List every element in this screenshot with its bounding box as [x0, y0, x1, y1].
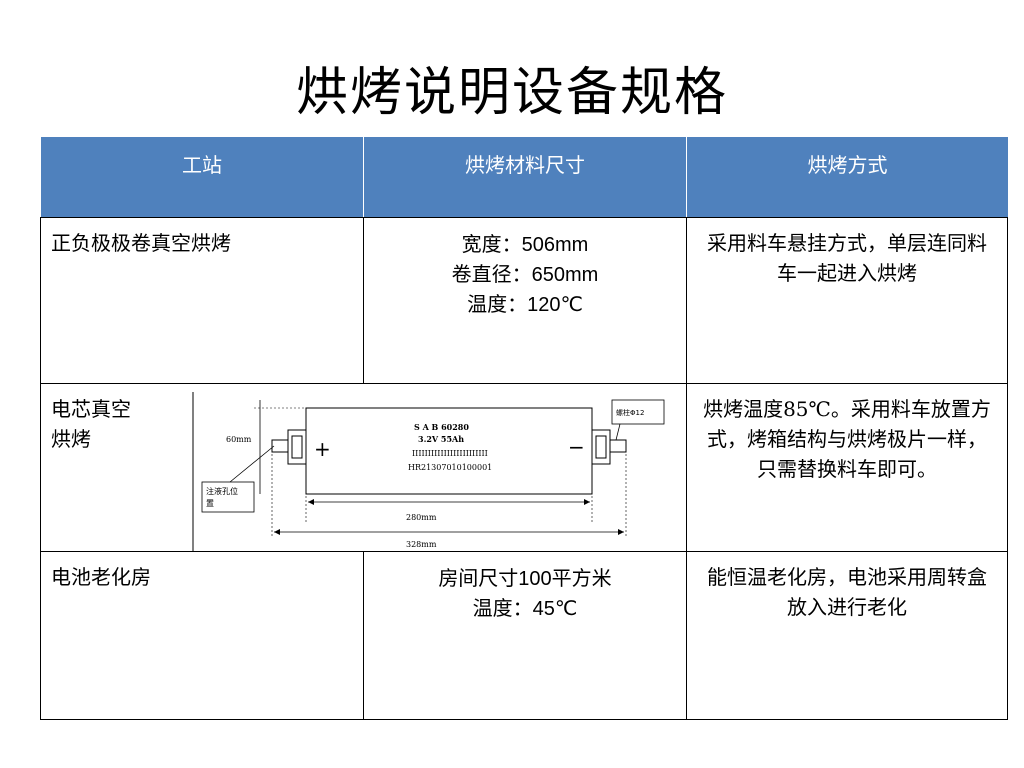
- right-terminal-inner: [595, 435, 607, 459]
- left-stud: [271, 439, 289, 453]
- row1-size-width: 宽度：506mm: [461, 234, 589, 256]
- label-line1: S A B 60280: [414, 422, 469, 432]
- row3-station: 电池老化房: [40, 551, 364, 720]
- left-terminal-inner: [291, 435, 303, 459]
- row2-station-line1: 电芯真空: [51, 397, 131, 421]
- dim-outer-arrow-right: [618, 529, 624, 535]
- row1-station: 正负极极卷真空烘烤: [40, 217, 364, 384]
- dim-outer-arrow-left: [274, 529, 280, 535]
- header-station: 工站: [40, 137, 363, 217]
- inject-label-line1: 注液孔位: [206, 486, 238, 496]
- screw-label: 螺柱Φ12: [616, 408, 644, 417]
- height-label: 60mm: [226, 435, 252, 444]
- serial-number: HR21307010100001: [408, 463, 492, 472]
- page-title: 烘烤说明设备规格: [295, 63, 728, 123]
- row1-method: 采用料车悬挂方式，单层连同料车一起进入烘烤: [686, 217, 1008, 384]
- row3-method: 能恒温老化房，电池采用周转盒放入进行老化: [686, 551, 1008, 720]
- plus-sign: +: [314, 437, 331, 461]
- row1-size: 宽度：506mm 卷直径：650mm 温度：120℃: [363, 217, 687, 384]
- dim-inner-arrow-left: [308, 499, 314, 505]
- minus-sign: −: [568, 435, 585, 459]
- battery-body: [305, 407, 593, 495]
- header-size: 烘烤材料尺寸: [363, 137, 686, 217]
- header-method: 烘烤方式: [686, 137, 1008, 217]
- row2-method: 烘烤温度85℃。采用料车放置方式，烤箱结构与烘烤极片一样，只需替换料车即可。: [686, 383, 1008, 552]
- dim-outer-label: 328mm: [406, 540, 437, 549]
- screw-callout-line: [615, 423, 621, 441]
- battery-diagram: 60mm 注液孔位 置 螺柱Φ12 + − S A B 60280 3.2V 5…: [192, 392, 686, 552]
- label-line2: 3.2V 55Ah: [418, 434, 464, 444]
- inject-callout-line: [229, 445, 275, 483]
- inject-label-line2: 置: [206, 499, 214, 508]
- barcode: IIIIIIIIIIIIIIIIIIIIIIII: [412, 449, 488, 458]
- screw-callout-box: [611, 399, 665, 425]
- dim-inner-arrow-right: [584, 499, 590, 505]
- right-stud: [609, 439, 627, 453]
- inject-callout-box: [201, 481, 255, 513]
- row1-size-temp: 温度：120℃: [467, 294, 583, 316]
- row1-size-diameter: 卷直径：650mm: [451, 264, 599, 286]
- row3-size-area: 房间尺寸100平方米: [438, 568, 612, 590]
- row3-size: 房间尺寸100平方米 温度：45℃: [363, 551, 687, 720]
- row3-size-temp: 温度：45℃: [472, 598, 578, 620]
- dim-inner-label: 280mm: [406, 513, 437, 522]
- row2-station-line2: 烘烤: [51, 427, 91, 451]
- left-terminal: [287, 429, 307, 465]
- right-terminal: [591, 429, 611, 465]
